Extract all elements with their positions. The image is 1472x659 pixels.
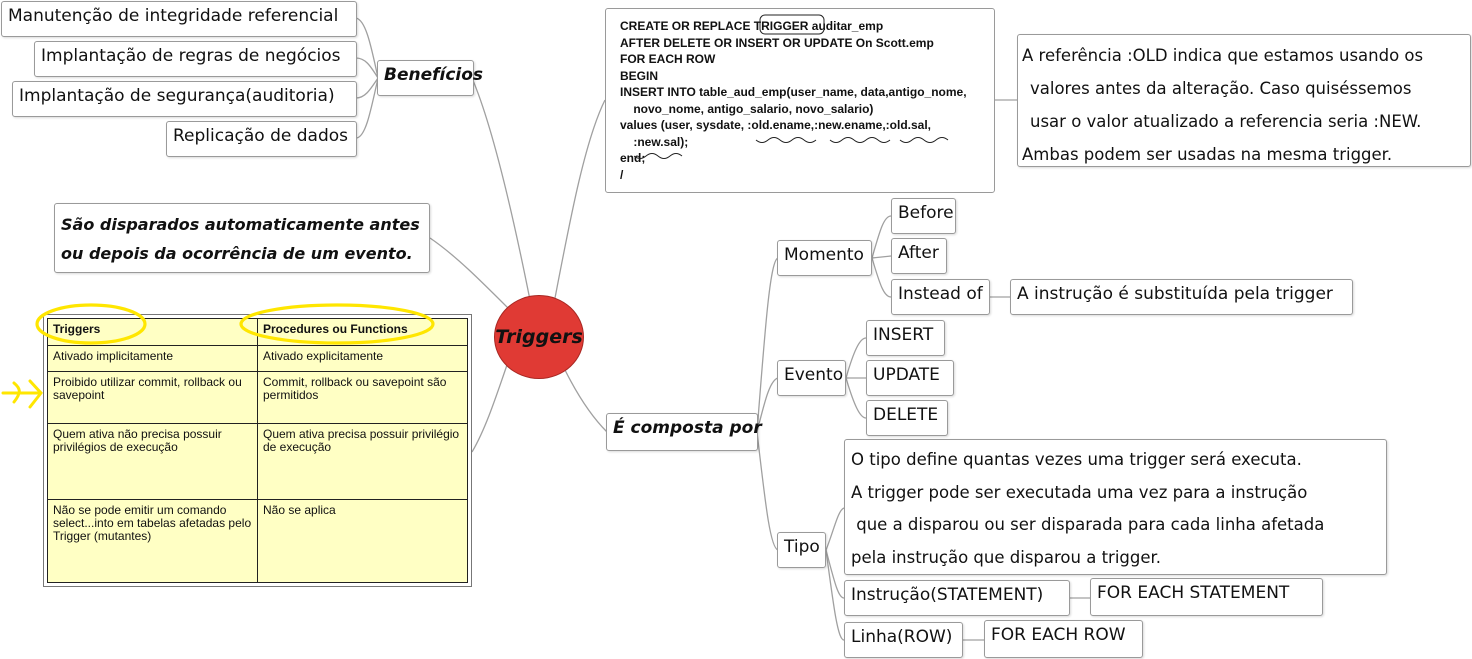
comparison-table-node[interactable]: Triggers Procedures ou Functions Ativado… [43, 314, 472, 587]
beneficio-item-label: Replicação de dados [173, 126, 348, 146]
link-tipo-statement [825, 549, 845, 599]
evento-node[interactable]: Evento [777, 360, 846, 396]
link-center-comparison [471, 361, 509, 453]
link-center-code [554, 99, 606, 299]
statement-clause-label: FOR EACH STATEMENT [1097, 583, 1290, 603]
composta-label: É composta por [613, 418, 762, 438]
evento-insert-node[interactable]: INSERT [866, 320, 945, 356]
beneficios-label: Benefícios [384, 65, 484, 85]
comparison-header-procedures: Procedures ou Functions [257, 318, 468, 346]
link-momento-instead [871, 257, 892, 298]
tipo-description-line: O tipo define quantas vezes uma trigger … [851, 450, 1302, 469]
link-beneficios-3 [355, 77, 379, 99]
tipo-description-node[interactable]: O tipo define quantas vezes uma trigger … [844, 439, 1387, 575]
link-composta-momento [756, 257, 779, 433]
instead-note-node[interactable]: A instrução é substituída pela trigger [1010, 279, 1353, 315]
link-center-definition [429, 237, 511, 311]
link-composta-evento [756, 377, 779, 433]
comparison-table: Triggers Procedures ou Functions Ativado… [47, 318, 468, 583]
momento-instead-node[interactable]: Instead of [891, 279, 990, 315]
beneficio-item-label: Manutenção de integridade referencial [8, 6, 339, 26]
comparison-cell: Commit, rollback ou savepoint são permit… [257, 371, 468, 424]
definition-line: São disparados automaticamente antes [61, 215, 420, 234]
beneficio-item-label: Implantação de segurança(auditoria) [19, 86, 335, 106]
comparison-header-triggers: Triggers [47, 318, 258, 346]
code-line: end; [620, 151, 646, 165]
evento-label: Evento [784, 365, 844, 385]
note-line: valores antes da alteração. Caso quiséss… [1030, 79, 1412, 98]
code-line: INSERT INTO table_aud_emp(user_name, dat… [620, 85, 967, 99]
comparison-cell: Proibido utilizar commit, rollback ou sa… [47, 371, 258, 424]
statement-label: Instrução(STATEMENT) [851, 585, 1044, 605]
code-line: values (user, sysdate, :old.ename,:new.e… [620, 118, 932, 132]
insert-label: INSERT [873, 325, 934, 345]
tipo-description-line: que a disparou ou ser disparada para cad… [851, 515, 1325, 534]
code-line: novo_nome, antigo_salario, novo_salario) [620, 101, 874, 116]
comparison-cell: Quem ativa não precisa possuir privilégi… [47, 423, 258, 500]
momento-before-node[interactable]: Before [891, 198, 956, 234]
row-clause-label: FOR EACH ROW [991, 625, 1126, 645]
link-momento-before [871, 215, 892, 259]
link-center-beneficios [471, 77, 531, 301]
beneficios-node[interactable]: Benefícios [377, 60, 483, 96]
tipo-row-node[interactable]: Linha(ROW) [844, 622, 963, 658]
delete-label: DELETE [873, 405, 939, 425]
link-evento-delete [845, 377, 867, 419]
link-tipo-row [825, 549, 845, 641]
code-line: CREATE OR REPLACE TRIGGER auditar_emp [620, 19, 884, 33]
comparison-cell: Ativado implicitamente [47, 345, 258, 372]
comparison-cell: Ativado explicitamente [257, 345, 468, 372]
beneficio-item-label: Implantação de regras de negócios [41, 46, 341, 66]
central-node-label: Triggers [495, 326, 583, 348]
comparison-cell: Quem ativa precisa possuir privilégio de… [257, 423, 468, 500]
before-label: Before [898, 203, 954, 223]
definition-node[interactable]: São disparados automaticamente antes ou … [54, 203, 430, 273]
comparison-cell: Não se aplica [257, 499, 468, 583]
link-composta-tipo [756, 431, 779, 551]
code-node[interactable]: CREATE OR REPLACE TRIGGER auditar_emp AF… [605, 8, 995, 193]
instead-label: Instead of [898, 284, 983, 304]
momento-label: Momento [784, 245, 864, 265]
code-line: :new.sal); [620, 134, 689, 149]
link-tipo-desc [825, 507, 845, 551]
statement-clause-node[interactable]: FOR EACH STATEMENT [1090, 578, 1323, 616]
code-line: BEGIN [620, 68, 659, 83]
momento-after-node[interactable]: After [891, 238, 947, 274]
definition-line: ou depois da ocorrência de um evento. [61, 244, 413, 263]
beneficio-item[interactable]: Implantação de regras de negócios [34, 41, 357, 77]
link-evento-insert [845, 337, 867, 379]
momento-node[interactable]: Momento [777, 240, 872, 276]
link-beneficios-1 [355, 17, 379, 79]
code-line: FOR EACH ROW [620, 52, 716, 66]
old-new-note-node[interactable]: A referência :OLD indica que estamos usa… [1017, 34, 1471, 167]
link-center-composta [564, 369, 608, 433]
row-label: Linha(ROW) [851, 627, 953, 647]
tipo-node[interactable]: Tipo [777, 532, 826, 568]
tipo-description-line: pela instrução que disparou a trigger. [851, 547, 1162, 567]
central-node[interactable]: Triggers [494, 295, 584, 379]
beneficio-item[interactable]: Replicação de dados [166, 121, 357, 157]
after-label: After [898, 243, 939, 263]
note-line: usar o valor atualizado a referencia ser… [1030, 112, 1422, 131]
comparison-cell: Não se pode emitir um comando select...i… [47, 499, 258, 583]
link-beneficios-4 [355, 77, 379, 139]
tipo-label: Tipo [784, 537, 820, 557]
composta-node[interactable]: É composta por [606, 413, 762, 451]
beneficio-item[interactable]: Implantação de segurança(auditoria) [12, 81, 357, 117]
note-line: A referência :OLD indica que estamos usa… [1022, 46, 1424, 65]
code-line: AFTER DELETE OR INSERT OR UPDATE On Scot… [620, 35, 934, 50]
link-momento-after [871, 255, 892, 259]
code-line: / [620, 167, 624, 182]
tipo-description-line: A trigger pode ser executada uma vez par… [851, 482, 1308, 502]
instead-note-label: A instrução é substituída pela trigger [1017, 284, 1333, 304]
evento-update-node[interactable]: UPDATE [866, 360, 954, 396]
note-line: Ambas podem ser usadas na mesma trigger. [1022, 145, 1393, 164]
tipo-statement-node[interactable]: Instrução(STATEMENT) [844, 580, 1070, 616]
beneficio-item[interactable]: Manutenção de integridade referencial [1, 1, 357, 37]
row-clause-node[interactable]: FOR EACH ROW [984, 620, 1143, 658]
link-beneficios-2 [355, 57, 379, 79]
update-label: UPDATE [873, 365, 940, 385]
evento-delete-node[interactable]: DELETE [866, 400, 948, 436]
